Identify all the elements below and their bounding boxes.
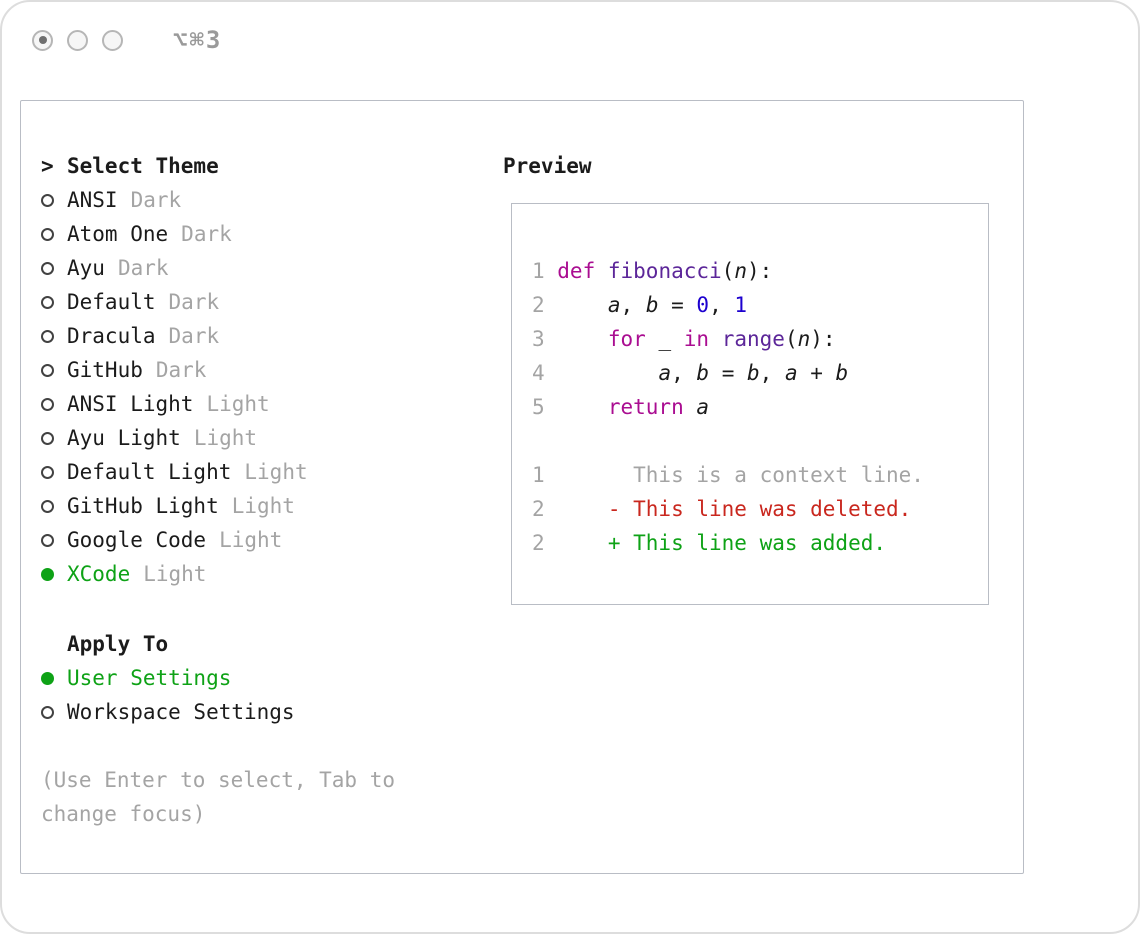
theme-option-xcode[interactable]: XCode Light xyxy=(41,557,481,591)
theme-option-atom-one[interactable]: Atom One Dark xyxy=(41,217,481,251)
option-variant-label: Light xyxy=(206,392,270,416)
option-variant-label: Light xyxy=(219,528,283,552)
theme-option-github[interactable]: GitHub Dark xyxy=(41,353,481,387)
option-label: Default xyxy=(67,290,156,314)
traffic-light-zoom-icon[interactable] xyxy=(102,29,123,51)
radio-selected-icon xyxy=(41,567,54,581)
option-label: Default Light xyxy=(67,460,232,484)
option-label: GitHub Light xyxy=(67,494,219,518)
theme-option-github-light[interactable]: GitHub Light Light xyxy=(41,489,481,523)
option-label: Atom One xyxy=(67,222,169,246)
radio-selected-icon xyxy=(41,671,54,685)
line-number: 1 xyxy=(532,259,545,283)
preview-title: Preview xyxy=(503,154,592,178)
option-label: Google Code xyxy=(67,528,207,552)
radio-icon xyxy=(41,431,54,445)
traffic-light-minimize-icon[interactable] xyxy=(67,29,88,51)
code-line: 2 a, b = 0, 1 xyxy=(532,288,988,322)
theme-option-ayu-light[interactable]: Ayu Light Light xyxy=(41,421,481,455)
radio-icon xyxy=(41,533,54,547)
keyboard-hint: (Use Enter to select, Tab to change focu… xyxy=(41,768,396,826)
code-line: 3 for _ in range(n): xyxy=(532,322,988,356)
option-variant-label: Light xyxy=(193,426,258,450)
apply-to-title: Apply To xyxy=(67,632,169,656)
theme-option-ayu[interactable]: Ayu Dark xyxy=(41,251,481,285)
option-label: ANSI Light xyxy=(67,392,194,416)
code-line: 4 a, b = b, a + b xyxy=(532,356,988,390)
option-label: XCode xyxy=(67,562,131,586)
option-label: Ayu Light xyxy=(67,426,181,450)
radio-icon xyxy=(41,329,54,343)
option-label: ANSI xyxy=(67,188,118,212)
option-variant-label: Light xyxy=(231,494,295,518)
select-theme-title: > Select Theme xyxy=(41,149,481,183)
apply-option-workspace-settings[interactable]: Workspace Settings xyxy=(41,695,481,729)
option-label: GitHub xyxy=(67,358,143,382)
apply-option-user-settings[interactable]: User Settings xyxy=(41,661,481,695)
option-variant-label: Light xyxy=(143,562,207,586)
radio-icon xyxy=(41,363,54,377)
option-variant-label: Dark xyxy=(117,256,169,280)
window-shortcut-label: ⌥⌘3 xyxy=(173,26,223,54)
prompt-cursor-icon: > xyxy=(41,154,54,178)
theme-option-ansi[interactable]: ANSI Dark xyxy=(41,183,481,217)
radio-icon xyxy=(41,261,54,275)
diff-line: 2 + This line was added. xyxy=(532,526,988,560)
option-variant-label: Dark xyxy=(181,222,232,246)
radio-icon xyxy=(41,705,54,719)
code-line: 5 return a xyxy=(532,390,988,424)
option-variant-label: Dark xyxy=(168,290,220,314)
theme-option-dracula[interactable]: Dracula Dark xyxy=(41,319,481,353)
radio-icon xyxy=(41,227,54,241)
line-number: 2 xyxy=(532,497,545,521)
radio-icon xyxy=(41,193,54,207)
theme-option-default[interactable]: Default Dark xyxy=(41,285,481,319)
theme-option-ansi-light[interactable]: ANSI Light Light xyxy=(41,387,481,421)
option-variant-label: Dark xyxy=(168,324,220,348)
diff-line: 1 This is a context line. xyxy=(532,458,988,492)
option-label: User Settings xyxy=(67,666,232,690)
option-variant-label: Dark xyxy=(130,188,182,212)
radio-icon xyxy=(41,465,54,479)
radio-icon xyxy=(41,295,54,309)
window-titlebar: ⌥⌘3 xyxy=(32,26,222,54)
diff-line: 2 - This line was deleted. xyxy=(532,492,988,526)
theme-option-google-code[interactable]: Google Code Light xyxy=(41,523,481,557)
option-label: Ayu xyxy=(67,256,105,280)
line-number: 5 xyxy=(532,395,545,419)
line-number: 3 xyxy=(532,327,545,351)
select-theme-title-text: Select Theme xyxy=(67,154,219,178)
line-number: 2 xyxy=(532,293,545,317)
option-variant-label: Light xyxy=(244,460,308,484)
option-variant-label: Dark xyxy=(155,358,207,382)
line-number: 4 xyxy=(532,361,545,385)
diff-preview: 1 This is a context line.2 - This line w… xyxy=(532,458,988,560)
radio-icon xyxy=(41,397,54,411)
option-label: Dracula xyxy=(67,324,156,348)
line-number: 1 xyxy=(532,463,545,487)
traffic-light-close-icon[interactable] xyxy=(32,29,53,51)
line-number: 2 xyxy=(532,531,545,555)
radio-icon xyxy=(41,499,54,513)
option-label: Workspace Settings xyxy=(67,700,295,724)
theme-option-default-light[interactable]: Default Light Light xyxy=(41,455,481,489)
